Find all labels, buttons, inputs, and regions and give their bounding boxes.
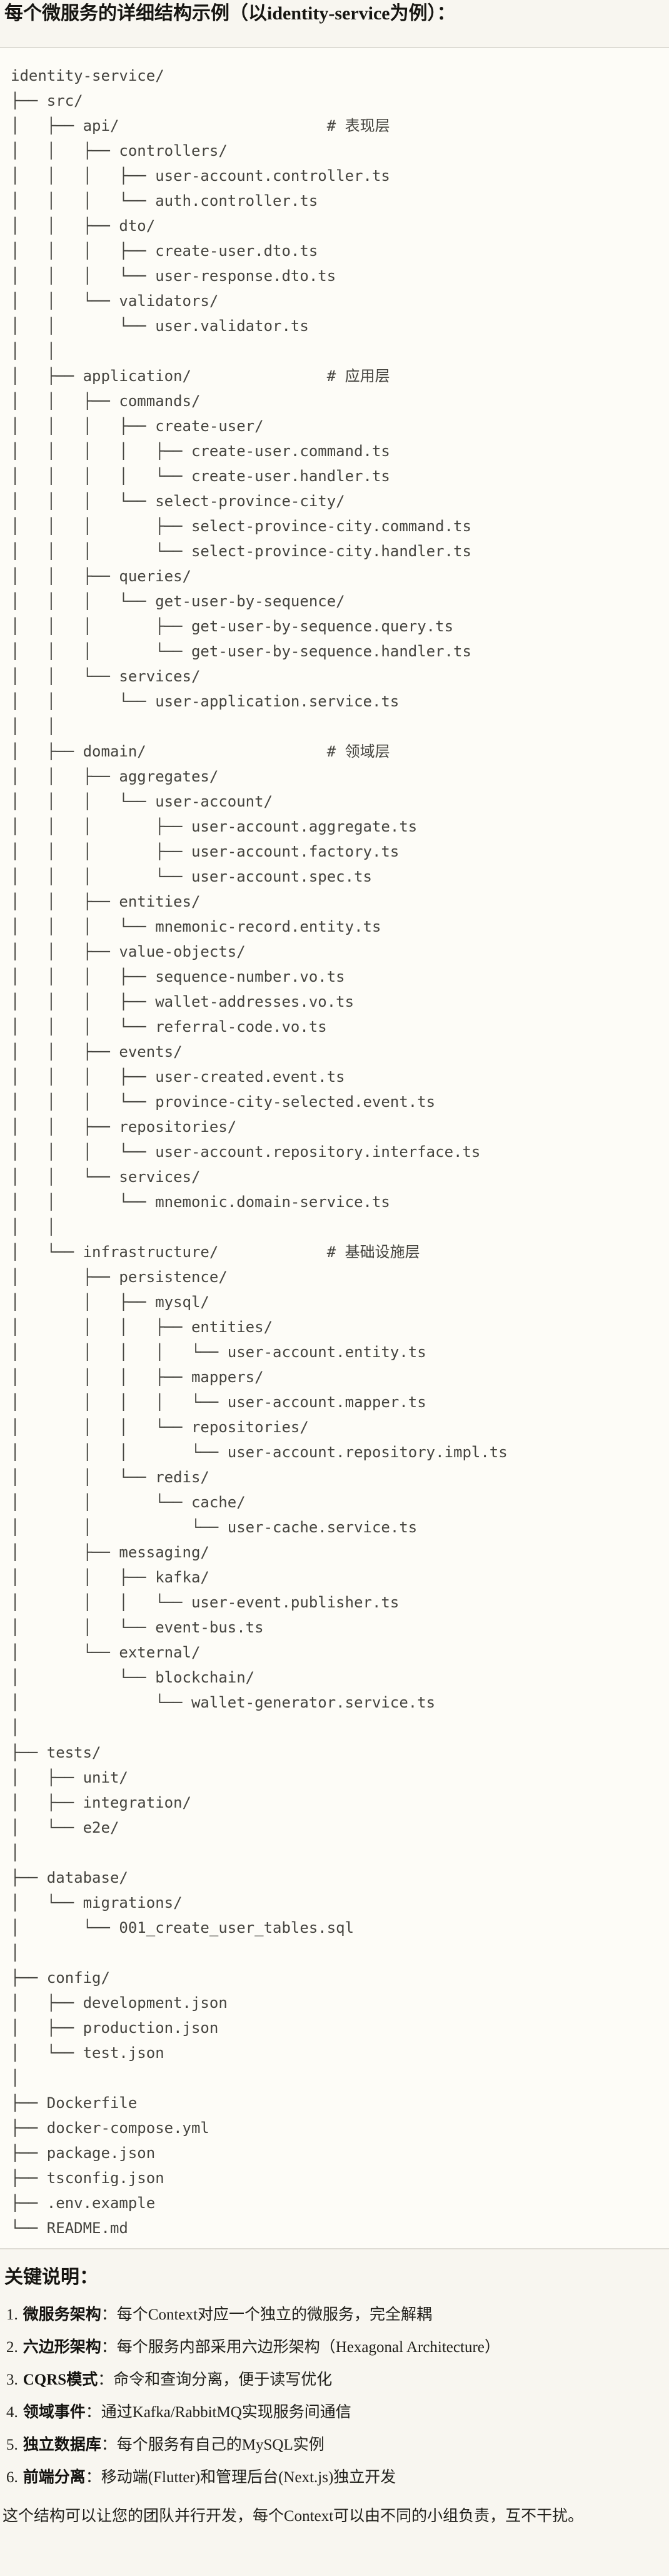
item-number: 3.: [6, 2371, 18, 2388]
page-title: 每个微服务的详细结构示例（以identity-service为例）：: [4, 3, 456, 24]
item-label: 六边形架构: [23, 2339, 101, 2356]
notes-heading: 关键说明：: [4, 2267, 98, 2288]
list-item: 1. 微服务架构：每个Context对应一个独立的微服务，完全解耦: [6, 2304, 663, 2326]
closing-note: 这个结构可以让您的团队并行开发，每个Context可以由不同的小组负责，互不干扰…: [3, 2508, 584, 2525]
list-item: 5. 独立数据库：每个服务有自己的MySQL实例: [6, 2435, 663, 2456]
item-separator: ：: [101, 2306, 117, 2323]
list-item: 2. 六边形架构：每个服务内部采用六边形架构（Hexagonal Architec…: [6, 2337, 663, 2358]
item-label: 前端分离: [23, 2469, 86, 2486]
item-separator: ：: [98, 2371, 114, 2388]
item-description: 每个服务有自己的MySQL实例: [116, 2436, 324, 2453]
item-label: 独立数据库: [23, 2436, 101, 2453]
list-item: 6. 前端分离：移动端(Flutter)和管理后台(Next.js)独立开发: [6, 2467, 663, 2488]
item-separator: ：: [101, 2436, 117, 2453]
key-notes-section: 关键说明： 1.微服务架构：每个Context对应一个独立的微服务，完全解耦 2…: [0, 2266, 669, 2527]
item-description: 通过Kafka/RabbitMQ实现服务间通信: [101, 2404, 351, 2421]
document-header: 每个微服务的详细结构示例（以identity-service为例）：: [0, 0, 669, 26]
item-label: 领域事件: [23, 2404, 86, 2421]
item-number: 4.: [6, 2404, 18, 2421]
item-number: 1.: [6, 2306, 18, 2323]
item-description: 每个Context对应一个独立的微服务，完全解耦: [116, 2306, 432, 2323]
item-separator: ：: [85, 2404, 101, 2421]
item-label: CQRS模式: [23, 2371, 98, 2388]
item-separator: ：: [85, 2469, 101, 2486]
item-description: 移动端(Flutter)和管理后台(Next.js)独立开发: [101, 2469, 396, 2486]
item-description: 每个服务内部采用六边形架构（Hexagonal Architecture）: [116, 2339, 500, 2356]
item-number: 5.: [6, 2436, 18, 2453]
item-number: 2.: [6, 2339, 18, 2356]
item-number: 6.: [6, 2469, 18, 2486]
notes-list: 1.微服务架构：每个Context对应一个独立的微服务，完全解耦 2.六边形架构…: [0, 2304, 663, 2488]
item-separator: ：: [101, 2339, 117, 2356]
directory-tree: identity-service/ ├── src/ │ ├── api/ # …: [11, 67, 508, 2237]
list-item: 3. CQRS模式：命令和查询分离，便于读写优化: [6, 2370, 663, 2391]
code-block: identity-service/ ├── src/ │ ├── api/ # …: [0, 47, 669, 2249]
list-item: 4. 领域事件：通过Kafka/RabbitMQ实现服务间通信: [6, 2402, 663, 2423]
item-description: 命令和查询分离，便于读写优化: [113, 2371, 333, 2388]
item-label: 微服务架构: [23, 2306, 101, 2323]
